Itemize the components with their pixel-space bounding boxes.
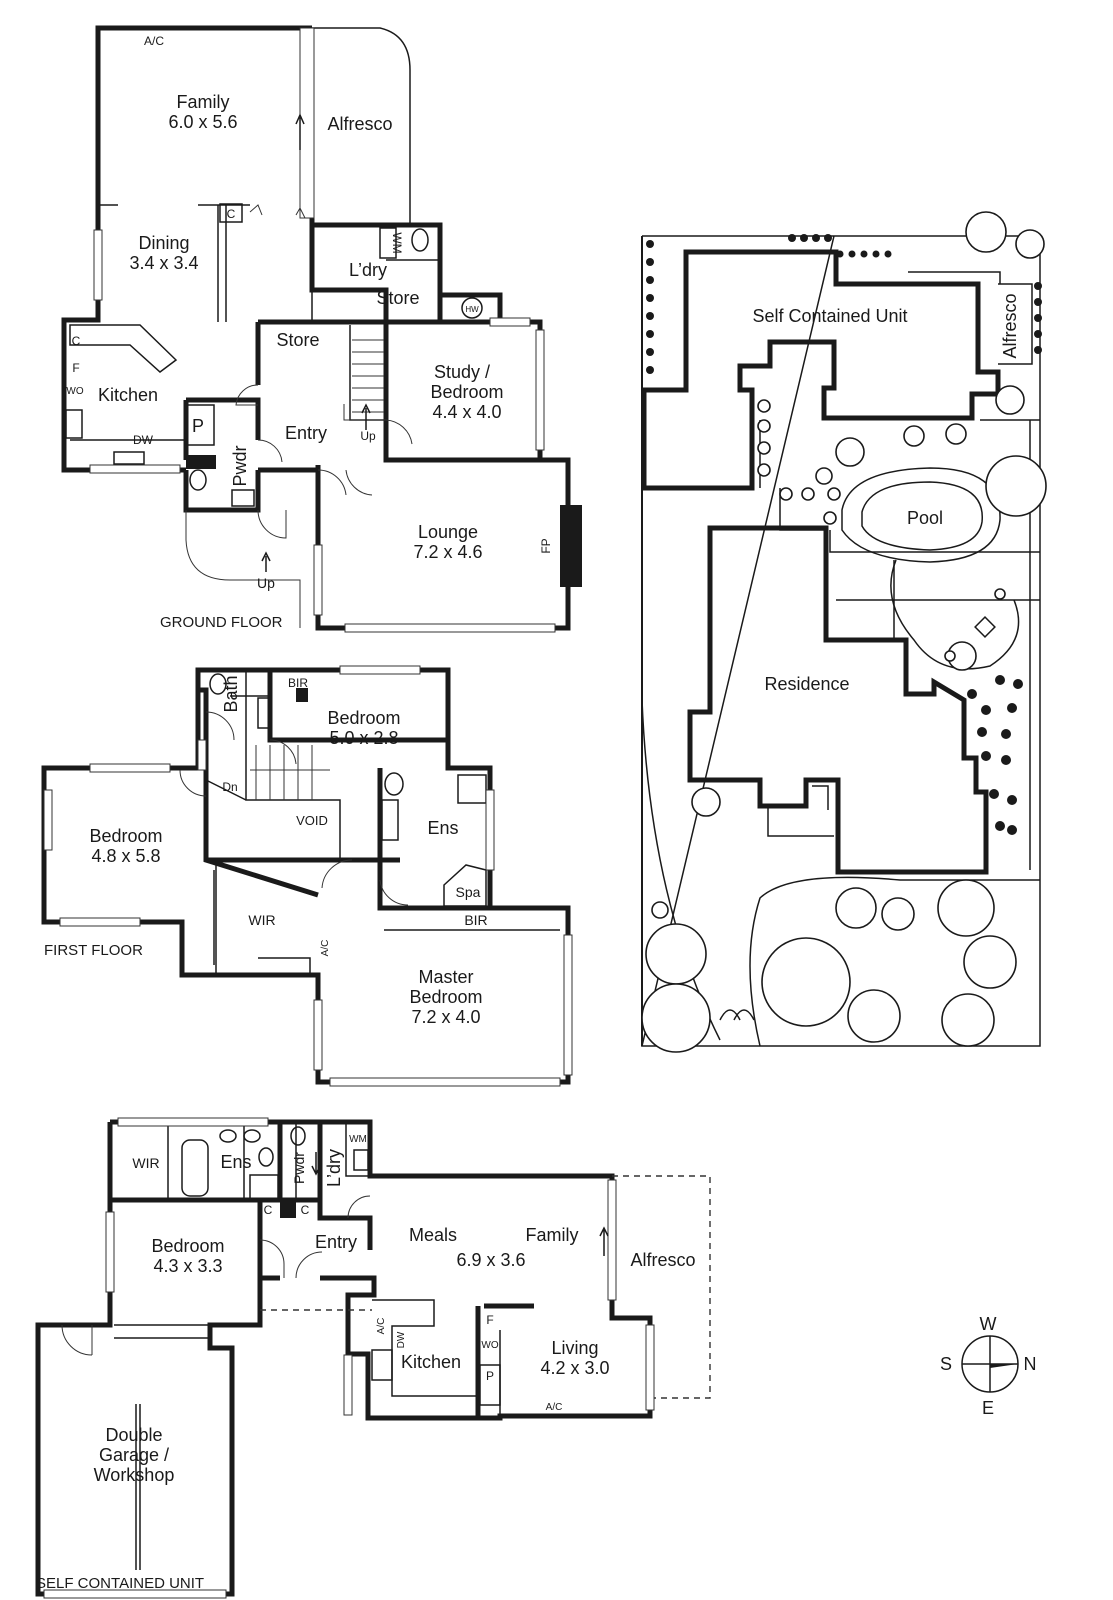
stairs-ground	[343, 339, 386, 421]
study-label-line2: Bedroom	[430, 382, 503, 402]
cupboard-label: C	[227, 207, 236, 221]
compass-north: N	[1024, 1354, 1037, 1374]
pool-label: Pool	[907, 508, 943, 528]
ground-floor-plan: Family 6.0 x 5.6 Alfresco A/C C Dining 3…	[61, 25, 582, 633]
living-label: Living	[551, 1338, 598, 1358]
lounge-dims: 7.2 x 4.6	[413, 542, 482, 562]
unit-caption: SELF CONTAINED UNIT	[36, 1575, 204, 1592]
unit-bedroom-dims: 4.3 x 3.3	[153, 1256, 222, 1276]
stairs-up-label: Up	[360, 429, 376, 443]
site-alfresco-label: Alfresco	[1000, 293, 1020, 358]
master-bedroom-line1: Master	[418, 967, 473, 987]
washing-machine-label: WM	[390, 232, 404, 253]
unit-cupboard-2: C	[301, 1203, 310, 1217]
site-plan: Self Contained Unit Alfresco Pool Reside…	[641, 211, 1047, 1053]
unit-entry-label: Entry	[315, 1232, 357, 1252]
void-label: VOID	[296, 813, 328, 828]
fireplace-label: FP	[539, 538, 553, 553]
spa-label: Spa	[456, 884, 481, 900]
dishwasher-label: DW	[133, 433, 154, 447]
bedroom-b-label: Bedroom	[89, 826, 162, 846]
entry-steps-up-label: Up	[257, 575, 275, 591]
unit-bedroom-label: Bedroom	[151, 1236, 224, 1256]
bedroom-b-dims: 4.8 x 5.8	[91, 846, 160, 866]
hedge-row	[646, 234, 1042, 374]
unit-kitchen-label: Kitchen	[401, 1352, 461, 1372]
dining-room-dims: 3.4 x 3.4	[129, 253, 198, 273]
compass-east: E	[982, 1398, 994, 1418]
kitchen-label: Kitchen	[98, 385, 158, 405]
unit-cupboard-1: C	[264, 1203, 273, 1217]
compass-south: S	[940, 1354, 952, 1374]
first-floor-plan: Bath BIR Bedroom 5.0 x 2.8 Bedroom 4.8 x…	[41, 665, 573, 1087]
fridge-label: F	[72, 361, 79, 375]
living-dims: 4.2 x 3.0	[540, 1358, 609, 1378]
unit-ac-label-2: A/C	[546, 1402, 563, 1413]
study-room-dims: 4.4 x 4.0	[432, 402, 501, 422]
unit-alfresco-label: Alfresco	[630, 1250, 695, 1270]
powder-room-label: Pwdr	[230, 445, 250, 486]
laundry-label: L’dry	[349, 260, 387, 280]
first-floor-caption: FIRST FLOOR	[44, 942, 143, 959]
compass: W S N E	[940, 1314, 1037, 1418]
unit-fridge-label: F	[486, 1313, 493, 1327]
wall-oven-label: WO	[66, 386, 83, 397]
built-in-robe-label-1: BIR	[288, 676, 308, 690]
store-label-1: Store	[376, 288, 419, 308]
kitchen-cupboard-label: C	[72, 334, 81, 348]
family-room-label: Family	[177, 92, 230, 112]
garage-label-1: Double	[105, 1425, 162, 1445]
ac-label: A/C	[144, 34, 164, 48]
entry-label: Entry	[285, 423, 327, 443]
master-bedroom-dims: 7.2 x 4.0	[411, 1007, 480, 1027]
meals-family-dims: 6.9 x 3.6	[456, 1250, 525, 1270]
site-trees	[641, 211, 1047, 1053]
bedroom-a-dims: 5.0 x 2.8	[329, 728, 398, 748]
unit-ac-label-1: A/C	[376, 1318, 387, 1335]
unit-wir-label: WIR	[132, 1155, 159, 1171]
unit-wall-oven-label: WO	[481, 1340, 498, 1351]
unit-laundry-label: L’dry	[324, 1149, 344, 1187]
walk-in-robe-label: WIR	[248, 912, 275, 928]
pool-outline-outer	[841, 467, 1001, 563]
pantry-label: P	[192, 416, 204, 436]
meals-label: Meals	[409, 1225, 457, 1245]
unit-dishwasher-label: DW	[396, 1331, 407, 1348]
built-in-robe-label-2: BIR	[464, 912, 487, 928]
pool-outline-inner	[861, 481, 983, 551]
site-shrubs	[967, 675, 1023, 835]
study-label-line1: Study /	[434, 362, 490, 382]
family-room-dims: 6.0 x 5.6	[168, 112, 237, 132]
store-label-2: Store	[276, 330, 319, 350]
site-unit-label: Self Contained Unit	[752, 306, 907, 326]
unit-powder-label: Pwdr	[291, 1152, 307, 1184]
lounge-label: Lounge	[418, 522, 478, 542]
unit-wm-label: WM	[349, 1134, 367, 1145]
unit-pantry-label: P	[486, 1369, 494, 1383]
garage-label-2: Garage /	[99, 1445, 169, 1465]
bath-label: Bath	[221, 675, 241, 712]
master-bedroom-line2: Bedroom	[409, 987, 482, 1007]
first-floor-ac-label: A/C	[320, 940, 331, 957]
alfresco-label: Alfresco	[327, 114, 392, 134]
residence-label: Residence	[764, 674, 849, 694]
unit-family-label: Family	[526, 1225, 579, 1245]
compass-west: W	[980, 1314, 997, 1334]
self-contained-unit-plan: WIR Ens Pwdr L’dry WM C C Bedroom 4.3 x …	[35, 1117, 711, 1599]
hot-water-label: HW	[465, 305, 479, 314]
bedroom-a-label: Bedroom	[327, 708, 400, 728]
dining-room-label: Dining	[138, 233, 189, 253]
ensuite-label: Ens	[427, 818, 458, 838]
garage-label-3: Workshop	[94, 1465, 175, 1485]
stairs-down-label: Dn	[222, 780, 237, 794]
ground-floor-caption: GROUND FLOOR	[160, 614, 283, 631]
unit-ensuite-label: Ens	[220, 1152, 251, 1172]
